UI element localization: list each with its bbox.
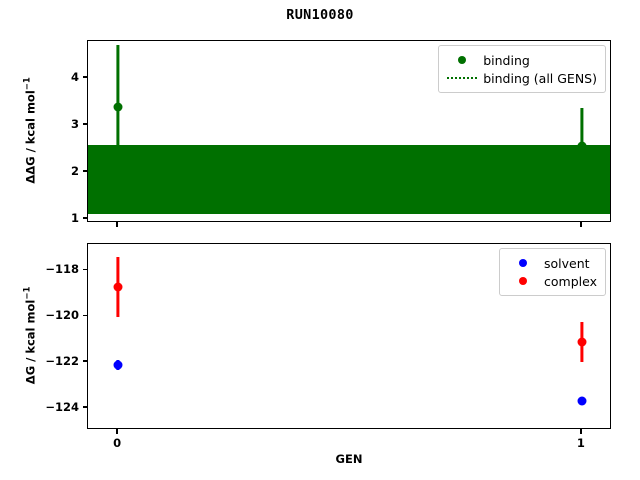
- y-tick-mark: [82, 217, 87, 220]
- x-tick-mark: [580, 222, 582, 227]
- y-tick-mark: [82, 268, 87, 271]
- y-tick-label: −118: [45, 262, 79, 277]
- y-tick-label: −124: [45, 400, 79, 415]
- bottom-panel-ylabel: ΔG / kcal mol−1: [23, 242, 38, 428]
- y-tick-mark: [82, 360, 87, 363]
- top-panel-ylabel-text: ΔΔG / kcal mol: [23, 90, 38, 184]
- legend-key-marker: [445, 56, 479, 64]
- legend-entry: binding: [445, 51, 597, 69]
- y-tick-label: 2: [70, 164, 79, 179]
- binding-marker: [113, 102, 123, 112]
- x-tick-mark: [116, 222, 118, 227]
- legend-entry: complex: [506, 272, 597, 290]
- top-panel-ylabel-exponent: −1: [22, 77, 33, 91]
- x-tick-label: 0: [113, 436, 122, 450]
- legend-label: binding: [483, 52, 530, 68]
- y-tick-label: −122: [45, 354, 79, 369]
- y-tick-label: 3: [70, 116, 79, 131]
- legend-key-marker: [506, 259, 540, 267]
- legend-dot-icon: [458, 56, 467, 64]
- legend-dotted-line-icon: [447, 77, 478, 79]
- figure-title: RUN10080: [286, 7, 354, 23]
- legend-label: binding (all GENS): [483, 70, 597, 86]
- binding-marker: [577, 141, 587, 151]
- top-panel-plot-area: [88, 41, 610, 221]
- solvent-marker: [113, 360, 123, 370]
- y-tick-mark: [82, 314, 87, 317]
- bottom-panel-legend: solvent complex: [499, 248, 606, 296]
- legend-key-line: [445, 77, 479, 79]
- x-tick-mark: [116, 429, 118, 434]
- solvent-marker: [577, 396, 587, 406]
- x-axis-label: GEN: [335, 452, 363, 466]
- y-tick-mark: [82, 406, 87, 408]
- y-tick-mark: [82, 170, 87, 172]
- complex-marker: [577, 337, 587, 347]
- x-tick-label: 1: [576, 436, 585, 450]
- x-tick-mark: [580, 429, 582, 434]
- bottom-panel-ylabel-exponent: −1: [22, 286, 33, 300]
- top-panel-ylabel: ΔΔG / kcal mol−1: [23, 39, 38, 221]
- y-tick-mark: [82, 123, 87, 125]
- bottom-panel-plot-area: [88, 244, 610, 428]
- legend-entry: binding (all GENS): [445, 69, 597, 87]
- legend-key-marker: [506, 277, 540, 285]
- bottom-panel-ylabel-text: ΔG / kcal mol: [23, 299, 38, 385]
- legend-dot-icon: [519, 259, 528, 267]
- y-tick-mark: [82, 75, 87, 78]
- binding-all-gens-band: [88, 145, 610, 215]
- legend-label: complex: [544, 273, 597, 289]
- y-tick-label: −120: [45, 308, 79, 323]
- legend-entry: solvent: [506, 254, 597, 272]
- y-tick-label: 4: [70, 69, 79, 84]
- top-panel-legend: binding binding (all GENS): [438, 45, 606, 93]
- legend-label: solvent: [544, 255, 590, 271]
- legend-dot-icon: [519, 277, 528, 285]
- y-tick-label: 1: [70, 211, 79, 226]
- complex-marker: [113, 282, 123, 292]
